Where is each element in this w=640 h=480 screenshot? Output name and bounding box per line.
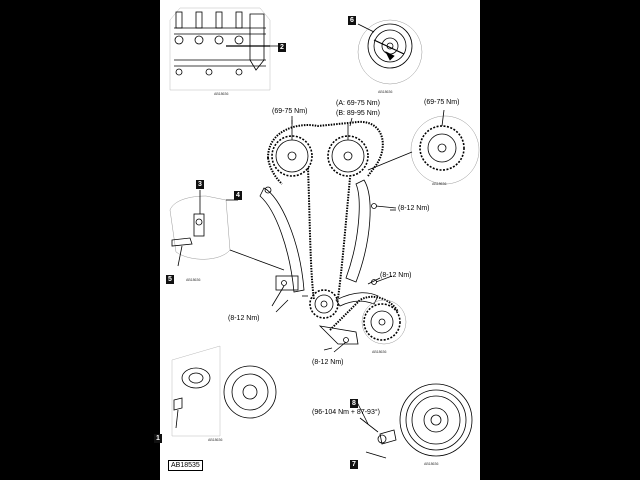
torque-guide-left: (8-12 Nm) (228, 315, 260, 322)
torque-guide-right: (8-12 Nm) (398, 205, 430, 212)
lower-timing-chain (307, 167, 399, 331)
ref-bottom-right: AB18636 (424, 462, 439, 466)
vct-unit-detail (357, 19, 423, 85)
ref-center: AB18636 (372, 350, 387, 354)
callout-3: 3 (196, 180, 204, 189)
cam-sprocket-left (271, 120, 313, 177)
callout-8: 8 (350, 399, 358, 408)
callout-4: 4 (234, 191, 242, 200)
timing-chain-diagram (169, 7, 480, 459)
callout-6: 6 (348, 16, 356, 25)
callout-2: 2 (278, 43, 286, 52)
diagram-sheet: (69-75 Nm) (A: 69-75 Nm) (B: 89-95 Nm) (… (154, 0, 480, 480)
aux-sprocket (361, 299, 407, 345)
torque-guide-mid-right: (8-12 Nm) (380, 272, 412, 279)
callout-1: 1 (154, 434, 162, 443)
torque-cam-left: (69-75 Nm) (272, 108, 308, 115)
torque-detail-sprocket: (69-75 Nm) (424, 99, 460, 106)
callout-7: 7 (350, 460, 358, 469)
crank-timing-pin-detail (171, 345, 277, 437)
figure-reference: AB18535 (168, 460, 203, 471)
tensioner-pin-detail (169, 190, 285, 271)
ref-top-right: AB18636 (378, 90, 393, 94)
torque-crank-bolt: (96-104 Nm + 87-93°) (312, 409, 380, 416)
crank-sprocket (309, 289, 339, 319)
upper-timing-chain (267, 120, 384, 185)
cam-sprocket-right (327, 124, 369, 177)
cam-sprocket-detail (367, 109, 480, 185)
ref-left-detail: AB18636 (186, 278, 201, 282)
camshaft-lock-detail (169, 7, 282, 91)
ref-top-left: AB18636 (214, 92, 229, 96)
ref-right-detail: AB18636 (432, 182, 447, 186)
torque-cam-right-a: (A: 69-75 Nm) (336, 100, 380, 107)
torque-guide-bottom: (8-12 Nm) (312, 359, 344, 366)
ref-bottom-left: AB18636 (208, 438, 223, 442)
left-chain-guide (259, 186, 308, 297)
chain-tensioner (271, 275, 299, 307)
callout-5: 5 (166, 275, 174, 284)
torque-cam-right-b: (B: 89-95 Nm) (336, 110, 380, 117)
crank-pulley-detail (359, 383, 473, 459)
right-chain-guide (345, 179, 397, 283)
